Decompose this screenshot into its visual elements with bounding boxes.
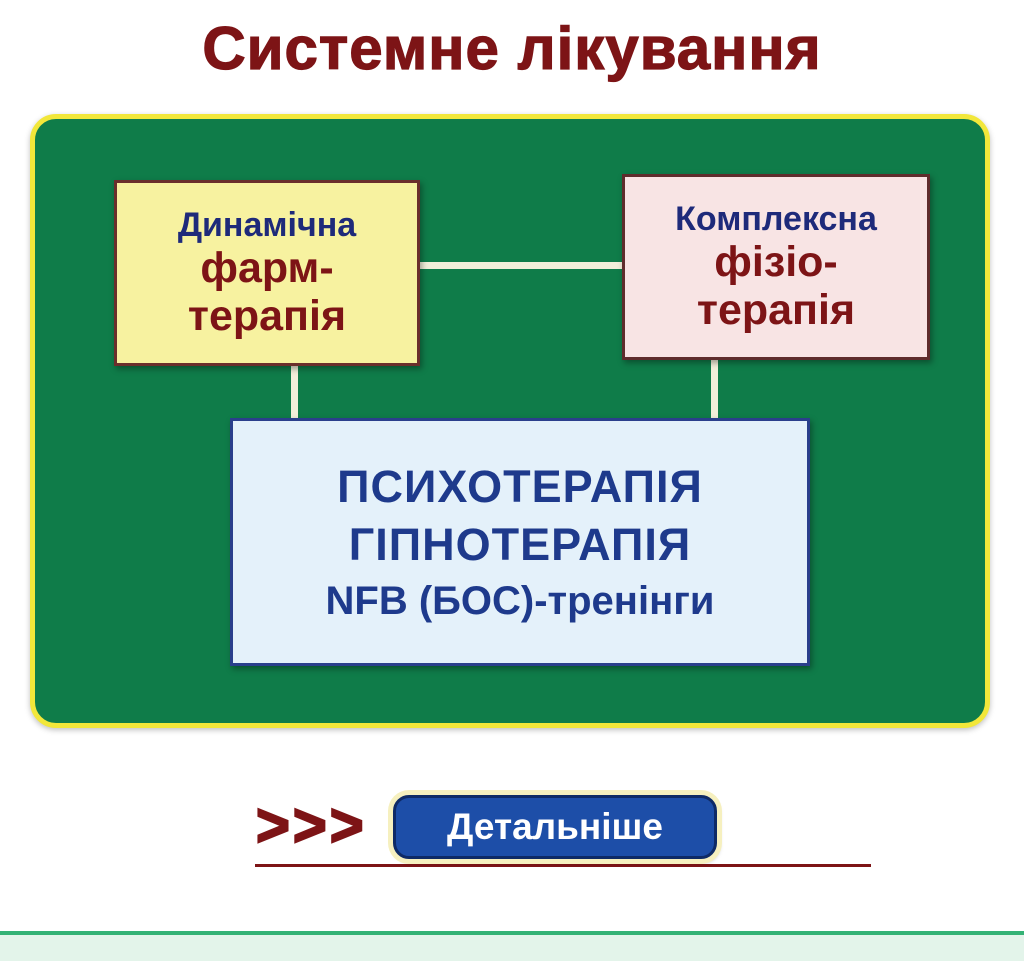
- connector-left-vertical: [291, 360, 298, 422]
- pharm-line-2: фарм-: [200, 244, 334, 293]
- pharm-line-1: Динамічна: [177, 206, 357, 245]
- psycho-line-3: NFB (БОС)-тренінги: [325, 578, 715, 623]
- cta-underline: [255, 864, 871, 867]
- connector-right-vertical: [711, 356, 718, 422]
- footer-strip: [0, 935, 1024, 961]
- pharm-line-3: терапія: [187, 291, 347, 340]
- chevrons-arrow: >>>: [255, 790, 367, 860]
- page-title: Системне лікування: [202, 14, 822, 82]
- psycho-line-2: ГІПНОТЕРАПІЯ: [348, 519, 692, 570]
- physio-line-3: терапія: [696, 285, 856, 334]
- psychotherapy-box: ПСИХОТЕРАПІЯ ГІПНОТЕРАПІЯ NFB (БОС)-трен…: [230, 418, 810, 666]
- footer-divider: [0, 931, 1024, 935]
- physio-line-2: фізіо-: [714, 238, 838, 287]
- details-button[interactable]: Детальніше: [393, 795, 717, 859]
- physio-line-1: Комплексна: [675, 200, 877, 239]
- connector-horizontal: [418, 262, 624, 269]
- physio-therapy-box: Комплексна фізіо- терапія: [622, 174, 930, 360]
- pharm-therapy-box: Динамічна фарм- терапія: [114, 180, 420, 366]
- psycho-line-1: ПСИХОТЕРАПІЯ: [337, 460, 703, 512]
